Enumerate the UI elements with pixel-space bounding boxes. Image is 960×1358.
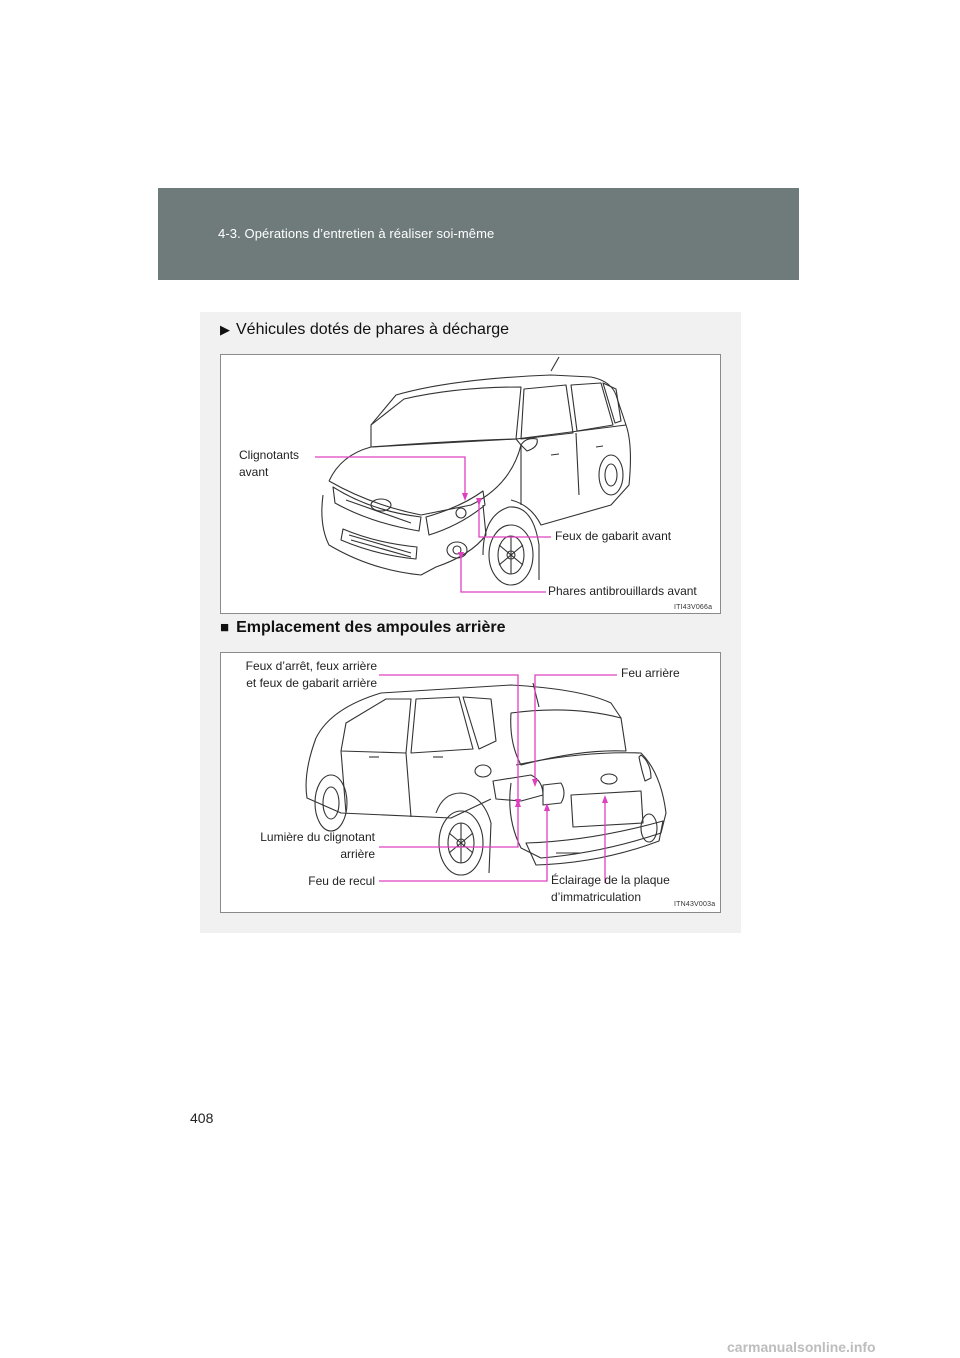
front-subheading-text: Véhicules dotés de phares à décharge	[236, 321, 510, 338]
label-rear-stop-lights-line2: et feux de gabarit arrière	[246, 676, 377, 690]
rear-section-heading: ■ Emplacement des ampoules arrière	[220, 619, 506, 637]
content-panel: ▶ Véhicules dotés de phares à décharge	[200, 312, 741, 933]
section-title: 4-3. Opérations d’entretien à réaliser s…	[218, 226, 495, 241]
label-plate-light-line2: d’immatriculation	[551, 890, 642, 904]
section-header-band: 4-3. Opérations d’entretien à réaliser s…	[158, 188, 799, 280]
triangle-arrow-icon: ▶	[220, 322, 230, 337]
front-car-illustration	[315, 356, 632, 593]
front-figure-code: ITI43V066a	[674, 604, 713, 611]
front-bulb-figure: Clignotants avant Feux de gabarit avant …	[220, 354, 721, 614]
rear-car-illustration	[305, 674, 667, 883]
rear-section-heading-text: Emplacement des ampoules arrière	[236, 619, 506, 636]
label-rear-turn-signal: Lumière du clignotant arrière	[227, 829, 375, 863]
label-plate-light: Éclairage de la plaque d’immatriculation	[551, 872, 670, 906]
label-front-turn-signals: Clignotants avant	[239, 447, 299, 481]
square-bullet-icon: ■	[220, 619, 230, 636]
label-rear-stop-lights: Feux d’arrêt, feux arrière et feux de ga…	[227, 658, 377, 692]
label-backup-light: Feu de recul	[308, 874, 375, 888]
rear-figure-code: ITN43V003a	[674, 901, 716, 908]
label-rear-stop-lights-line1: Feux d’arrêt, feux arrière	[245, 659, 377, 673]
label-plate-light-line1: Éclairage de la plaque	[551, 873, 670, 887]
page-number: 408	[190, 1110, 214, 1126]
label-rear-turn-signal-line2: arrière	[340, 847, 375, 861]
label-front-fog-lights: Phares antibrouillards avant	[548, 584, 697, 598]
front-subheading: ▶ Véhicules dotés de phares à décharge	[220, 321, 509, 339]
label-front-turn-signals-line2: avant	[239, 465, 269, 479]
label-front-parking-lights: Feux de gabarit avant	[555, 529, 672, 543]
label-rear-tail-light: Feu arrière	[621, 666, 680, 680]
label-rear-turn-signal-line1: Lumière du clignotant	[260, 830, 375, 844]
rear-bulb-figure: Feux d’arrêt, feux arrière et feux de ga…	[220, 652, 721, 913]
watermark-text: carmanualsonline.info	[727, 1339, 876, 1355]
label-front-turn-signals-line1: Clignotants	[239, 448, 300, 462]
